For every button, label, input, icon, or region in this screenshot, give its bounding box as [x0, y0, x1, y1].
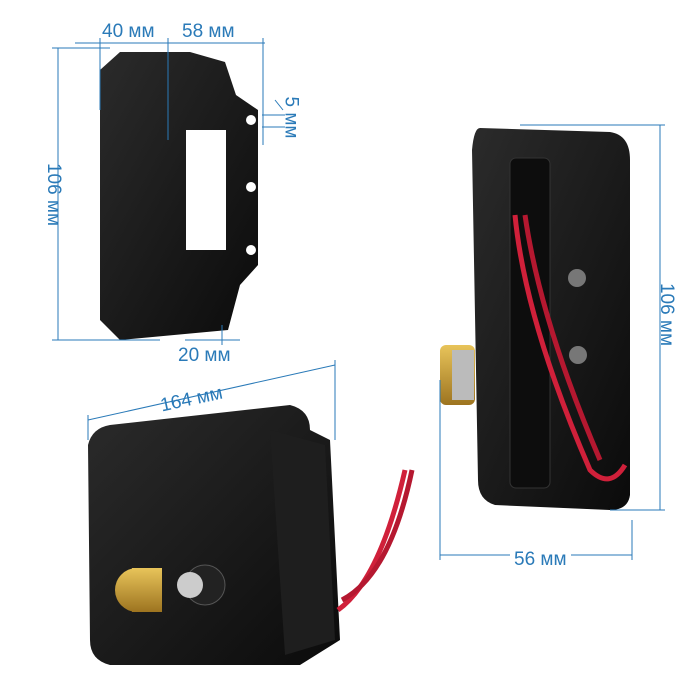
dimension-label-lock-height: 106 мм: [656, 282, 678, 347]
dimension-label-lock-depth: 56 мм: [510, 550, 571, 569]
dimension-label-strike-depth: 20 мм: [178, 345, 231, 366]
lock-front-view: [88, 405, 415, 665]
lock-side-view: [440, 128, 630, 510]
dimension-label-strike-right-width: 58 мм: [182, 21, 235, 42]
dimension-label-strike-left-width: 40 мм: [102, 21, 155, 42]
dimension-label-strike-hole-gap: 5 мм: [280, 96, 302, 139]
strike-plate: [100, 52, 258, 340]
dimension-lines: [52, 38, 665, 560]
dimension-label-strike-height: 106 мм: [43, 162, 65, 227]
